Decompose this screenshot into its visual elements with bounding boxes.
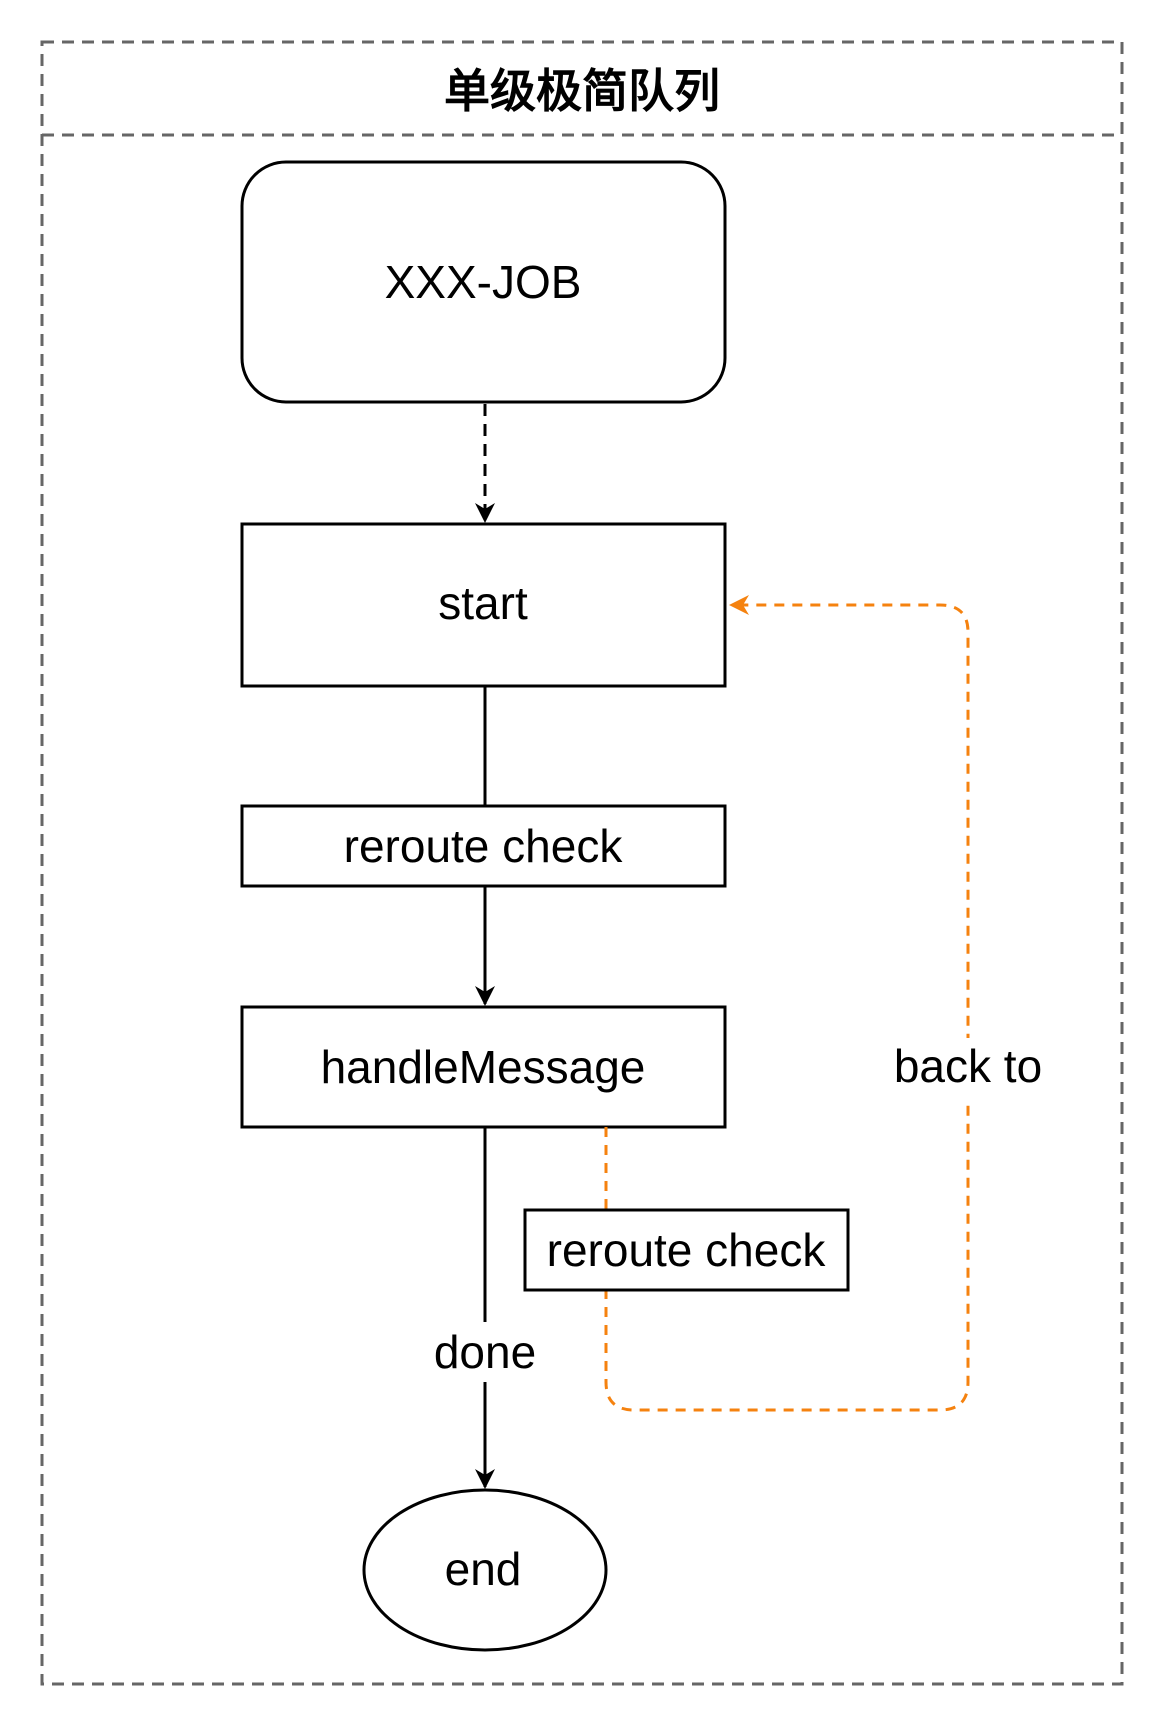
edge-label-back-to: back to xyxy=(894,1040,1042,1092)
node-reroute-check-2-label: reroute check xyxy=(547,1224,827,1276)
container-frame xyxy=(40,40,1124,1686)
node-reroute-check-1[interactable] xyxy=(240,804,727,888)
node-job[interactable] xyxy=(240,160,727,404)
node-end[interactable] xyxy=(362,1488,608,1652)
edge-loop-back-to-start xyxy=(604,595,970,1412)
node-job-label: XXX-JOB xyxy=(385,256,582,308)
edge-label-done: done xyxy=(434,1326,536,1378)
node-end-label: end xyxy=(445,1543,522,1595)
node-start[interactable] xyxy=(240,522,727,688)
node-handle-message-label: handleMessage xyxy=(321,1041,646,1093)
loop-label-background xyxy=(900,1038,1040,1098)
node-reroute-check-2[interactable] xyxy=(523,1208,850,1292)
diagram-title: 单级极简队列 xyxy=(444,64,720,118)
node-start-label: start xyxy=(438,577,528,629)
node-reroute-check-1-label: reroute check xyxy=(344,820,624,872)
